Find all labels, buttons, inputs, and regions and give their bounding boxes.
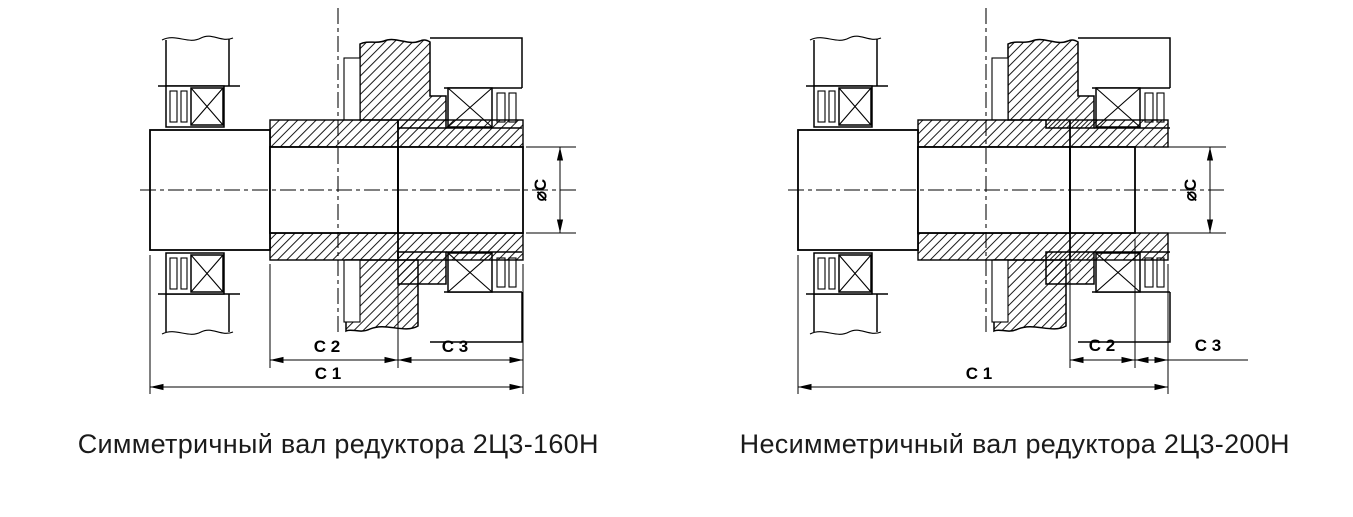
diagram-symmetric-shaft: С 2 С 3 С 1 ⌀С [140,8,578,394]
diameter-extension-lines [526,146,576,234]
dimension-label-diameter: ⌀С [531,179,550,202]
coupling-hub-hatched-top [269,119,524,148]
dimension-label-c3: С 3 [442,337,468,356]
caption-symmetric-shaft: Симметричный вал редуктора 2Ц3-160Н [77,429,599,459]
diagram-asymmetric-shaft: С 2 С 3 С 1 ⌀С [788,8,1248,394]
dimension-label-c2: С 2 [1089,336,1115,355]
extension-lines [149,255,524,394]
dimension-label-c3: С 3 [1195,336,1221,355]
coupling-hub-hatched-top [917,119,1169,148]
coupling-hub-hatched-bottom [269,232,524,261]
gearbox-shaft-drawing: С 2 С 3 С 1 ⌀С [140,8,1248,394]
caption-asymmetric-shaft: Несимметричный вал редуктора 2Ц3-200Н [739,429,1290,459]
dimension-label-c1: С 1 [966,364,992,383]
dimensions-asymmetric: С 2 С 3 С 1 ⌀С [797,146,1248,394]
dimensions-symmetric: С 2 С 3 С 1 ⌀С [149,146,576,394]
dimension-label-diameter: ⌀С [1181,179,1200,202]
dimension-label-c2: С 2 [314,337,340,356]
captions-row: Симметричный вал редуктора 2Ц3-160Н Неси… [0,429,1353,460]
dimension-label-c1: С 1 [315,364,341,383]
centerlines-symmetric [140,8,578,334]
coupling-hub-hatched-bottom [917,232,1169,261]
extension-lines [797,239,1169,394]
centerlines-asymmetric [788,8,1228,334]
